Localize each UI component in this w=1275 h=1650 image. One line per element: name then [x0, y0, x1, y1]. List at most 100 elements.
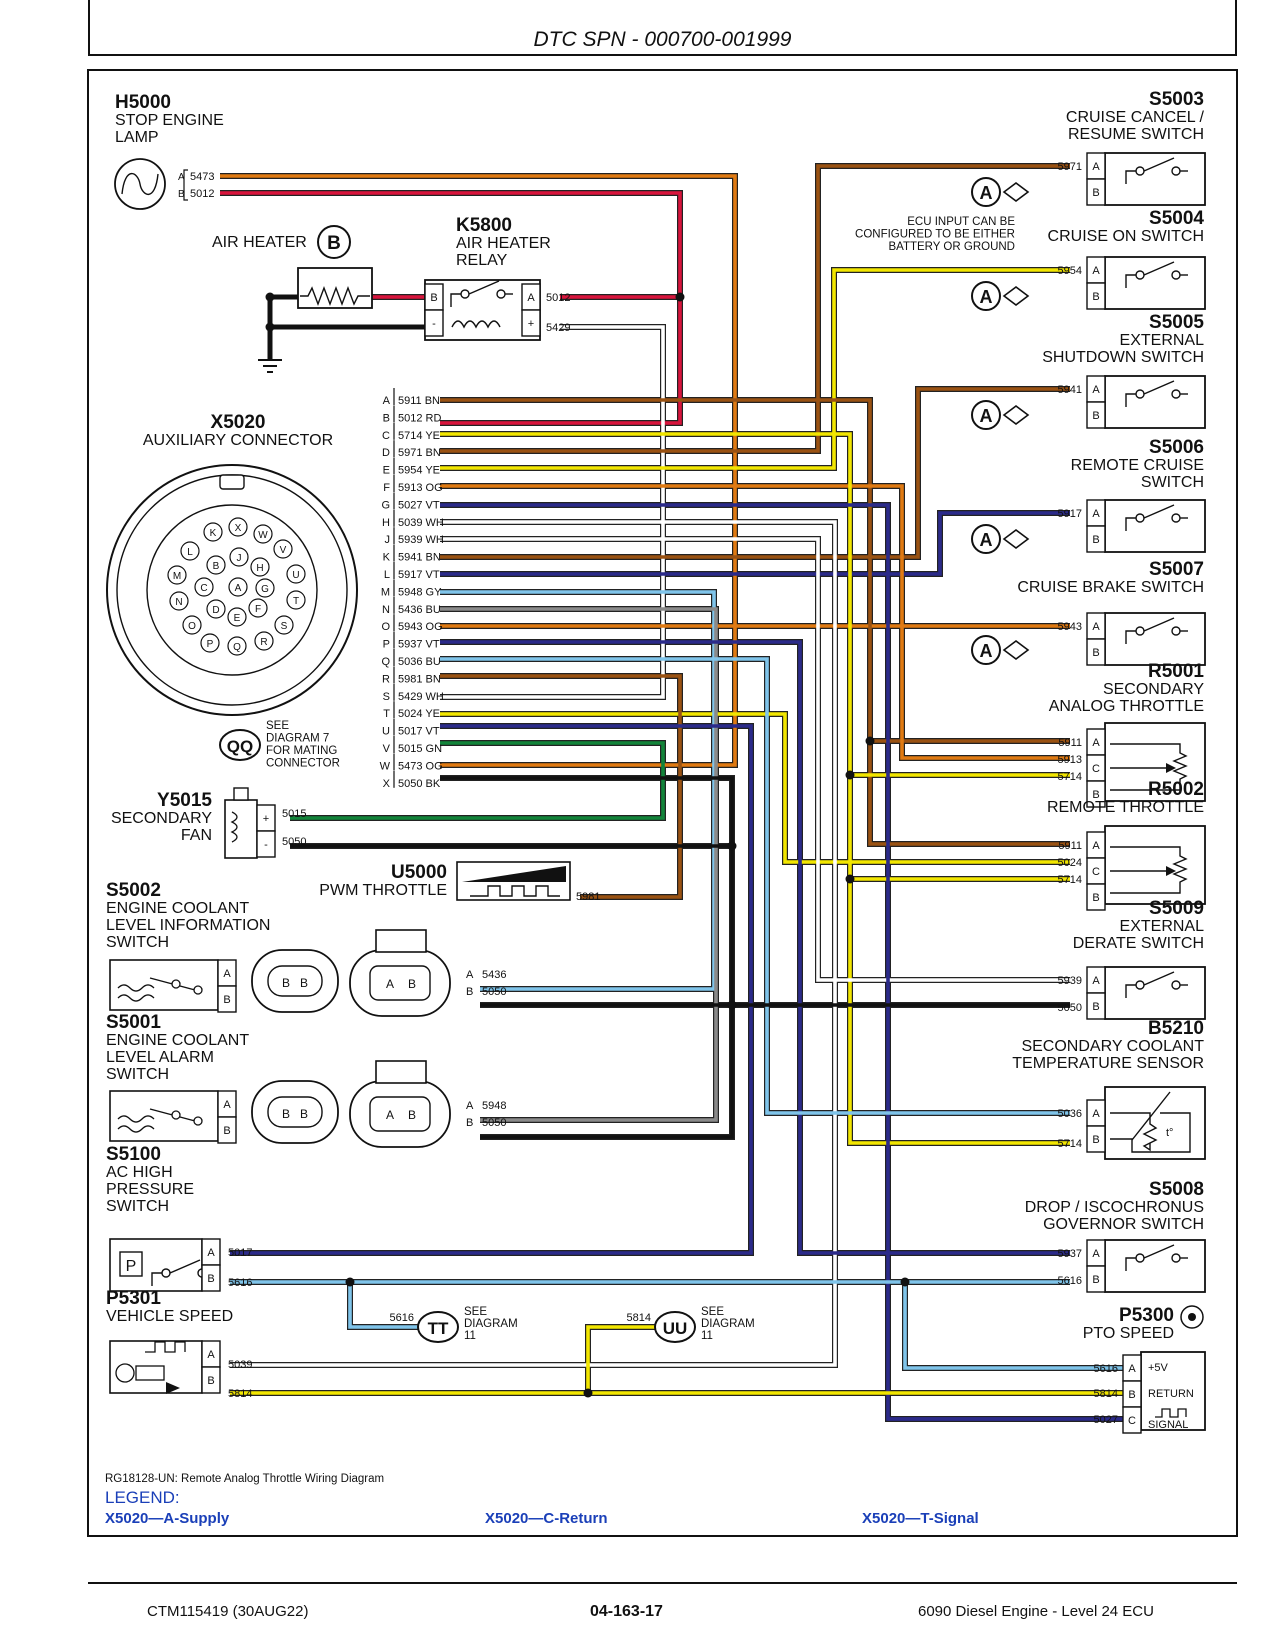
s5003-pin-letter: B: [1092, 187, 1099, 199]
y5015-pin-letter: +: [263, 813, 269, 825]
wire-5954: [440, 268, 1070, 470]
x5020-face-letter: E: [234, 613, 241, 624]
s5002-contact: [193, 985, 203, 995]
wire-label: 5017: [228, 1247, 252, 1259]
x5020-face-pin: [286, 590, 306, 610]
s5100-desc: PRESSURE: [106, 1181, 194, 1198]
s5002-receptacle-face: [369, 965, 431, 1001]
s5004-id: S5004: [1149, 208, 1204, 229]
x5020-face-pin: [206, 599, 226, 619]
r5001-desc: ANALOG THROTTLE: [1049, 698, 1204, 715]
x5020-pin-letter: H: [382, 517, 390, 529]
x5020-face-pin: [250, 557, 270, 577]
wire-5913-outline: [440, 483, 1070, 761]
wire-5911-r5001: [440, 398, 1070, 743]
s5003-switch-lead: [1125, 170, 1136, 184]
header-frame: [88, 0, 1237, 56]
s5003-symbol: [1104, 152, 1206, 206]
x5020-face-letter: B: [213, 561, 220, 572]
pto-speed-icon-center: [1188, 1313, 1196, 1321]
s5100-desc: SWITCH: [106, 1198, 169, 1215]
qq-note: DIAGRAM 7: [266, 733, 329, 745]
junction-dot: [900, 1277, 910, 1287]
wire-label: 5616: [1058, 1275, 1082, 1287]
s5002-plug-pin: B: [300, 976, 308, 990]
b5210-pin-letter: A: [1092, 1108, 1100, 1120]
wire-5814-ref-outline: [585, 1324, 660, 1393]
x5020-pin-wire: 5012 RD: [398, 412, 441, 424]
qq-note: SEE: [266, 720, 289, 732]
s5003-pin: [1086, 178, 1106, 206]
x5020-face-pin: [228, 517, 248, 537]
h5000-pin: B: [178, 189, 185, 200]
s5009-desc: DERATE SWITCH: [1073, 935, 1204, 952]
x5020-pin-wire: 5050 BK: [398, 778, 441, 790]
s5005-pin-letter: A: [1092, 384, 1100, 396]
p5300-pin-label: +5V: [1148, 1362, 1169, 1374]
s5002-desc: LEVEL INFORMATION: [106, 917, 270, 934]
s5009-switch-lever: [1143, 971, 1175, 986]
x5020-pin-wire: 5017 VT: [398, 726, 440, 738]
x5020-face-pin: [206, 555, 226, 575]
footer-page-number: 04-163-17: [590, 1603, 663, 1620]
relay-contacts-lever: [468, 280, 500, 295]
s5002-desc: ENGINE COOLANT: [106, 900, 249, 917]
thermistor-label: t°: [1166, 1127, 1173, 1139]
s5002-contact: [171, 979, 181, 989]
wire-label: 5027: [1094, 1414, 1118, 1426]
s5004-switch-contact: [1171, 270, 1181, 280]
wire-label: 5714: [1058, 771, 1082, 783]
s5003-switch-lever: [1143, 157, 1175, 172]
s5006-symbol: [1104, 499, 1206, 553]
x5020-pin-letter: Q: [381, 656, 390, 668]
wire-label: 5814: [228, 1388, 252, 1400]
wire-label: 5050: [1058, 1002, 1082, 1014]
wire-label: 5436: [482, 969, 506, 981]
wire-5024: [440, 712, 1070, 864]
s5006-pin-letter: A: [1092, 508, 1100, 520]
x5020-pin-letter: J: [385, 534, 391, 546]
s5005-switch-contact: [1135, 389, 1145, 399]
ecu-input-badge: [971, 635, 1001, 665]
wire-5036: [440, 657, 1070, 1115]
s5005-switch-lead: [1125, 393, 1136, 407]
relay-contacts-contact: [460, 289, 470, 299]
x5020-face-pin: [200, 633, 220, 653]
x5020-face-letter: U: [292, 570, 299, 581]
x5020-id: X5020: [211, 412, 266, 433]
speed-arrow-icon: [166, 1382, 180, 1394]
wire-label: 5954: [1058, 265, 1082, 277]
x5020-pin-wire: 5917 VT: [398, 569, 440, 581]
s5001-pin-letter: A: [223, 1099, 231, 1111]
s5003-pin-letter: A: [1092, 161, 1100, 173]
x5020-face-letter: L: [187, 547, 193, 558]
lamp-filament: [121, 172, 159, 196]
r5002-id: R5002: [1148, 779, 1204, 800]
s5008-desc: DROP / ISCOCHRONUS: [1025, 1199, 1204, 1216]
s5008-switch-lead: [1125, 1257, 1136, 1271]
x5020-face-pin: [273, 539, 293, 559]
s5001-symbol: [109, 1090, 219, 1142]
y5015-desc: SECONDARY: [111, 810, 212, 827]
s5009-switch-contact: [1135, 980, 1145, 990]
s5007-symbol: [1104, 612, 1206, 666]
s5100-pin: [201, 1264, 221, 1292]
r5001-pin: [1086, 780, 1106, 808]
s5007-id: S5007: [1149, 559, 1204, 580]
ecu-input-note: CONFIGURED TO BE EITHER: [855, 229, 1015, 241]
s5001-receptacle-pin: B: [408, 1108, 416, 1122]
s5001-id: S5001: [106, 1012, 161, 1033]
x5020-face-pin: [203, 522, 223, 542]
x5020-face-pin: [253, 524, 273, 544]
wire-label: 5050: [282, 836, 306, 848]
wire-5971: [440, 164, 1070, 453]
s5005-pin-letter: B: [1092, 410, 1099, 422]
s5100-switch-lever: [169, 1259, 201, 1274]
wire-5714-r5001: [440, 432, 1070, 777]
s5100-switch-contact: [161, 1268, 171, 1278]
ecu-input-badge: [971, 524, 1001, 554]
x5020-pin-letter: G: [381, 499, 390, 511]
x5020-face-pin: [229, 547, 249, 567]
s5004-switch-contact: [1135, 270, 1145, 280]
x5020-pin-letter: A: [383, 395, 391, 407]
